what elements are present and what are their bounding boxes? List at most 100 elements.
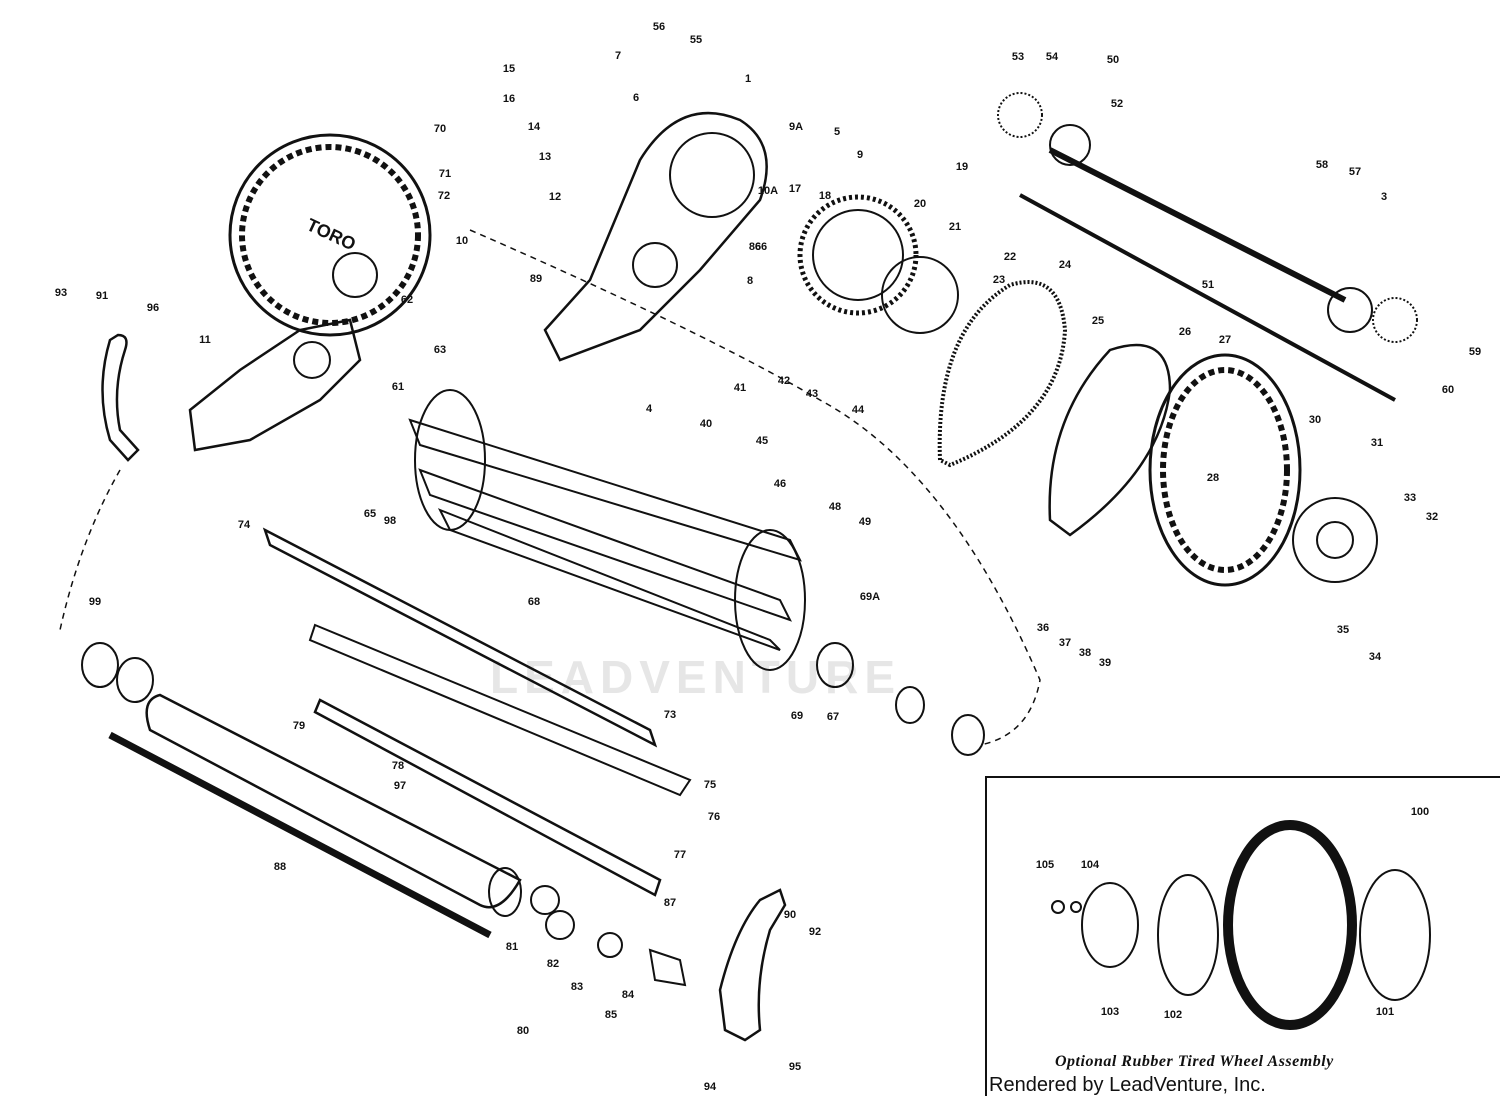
callout-37: 37 — [1059, 637, 1071, 649]
wheel-ratchet — [1292, 497, 1378, 583]
callout-83: 83 — [571, 981, 583, 993]
callout-10a: 10A — [758, 185, 778, 197]
callout-52: 52 — [1111, 98, 1123, 110]
callout-59: 59 — [1469, 346, 1481, 358]
callout-30: 30 — [1309, 414, 1321, 426]
callout-35: 35 — [1337, 624, 1349, 636]
callout-36: 36 — [1037, 622, 1049, 634]
rubber-tire — [1223, 820, 1357, 1030]
callout-60: 60 — [1442, 384, 1454, 396]
callout-70: 70 — [434, 123, 446, 135]
callout-12: 12 — [549, 191, 561, 203]
callout-20: 20 — [914, 198, 926, 210]
right-drive-wheel — [1148, 353, 1302, 587]
callout-16: 16 — [503, 93, 515, 105]
callout-69: 69 — [791, 710, 803, 722]
roller — [145, 693, 522, 917]
callout-5: 5 — [834, 126, 840, 138]
callout-74: 74 — [238, 519, 251, 531]
callout-15: 15 — [503, 63, 515, 75]
callout-45: 45 — [756, 435, 768, 447]
callout-88: 88 — [274, 861, 286, 873]
callout-86: 86 — [749, 241, 761, 253]
assembly-leader — [469, 229, 1041, 746]
callout-26: 26 — [1179, 326, 1191, 338]
callout-92: 92 — [809, 926, 821, 938]
callout-73: 73 — [664, 709, 676, 721]
callout-93: 93 — [55, 287, 67, 299]
callout-28: 28 — [1207, 472, 1219, 484]
callout-84: 84 — [622, 989, 635, 1001]
callout-91: 91 — [96, 290, 108, 302]
callout-27: 27 — [1219, 334, 1231, 346]
drive-gear — [797, 194, 919, 316]
callout-44: 44 — [852, 404, 865, 416]
roller-shaft — [108, 731, 492, 939]
callout-57: 57 — [1349, 166, 1361, 178]
callout-69a: 69A — [860, 591, 880, 603]
callout-32: 32 — [1426, 511, 1438, 523]
callout-87: 87 — [664, 897, 676, 909]
axle-shaft — [1019, 193, 1396, 402]
callout-41: 41 — [734, 382, 746, 394]
inset-caption: Optional Rubber Tired Wheel Assembly — [1055, 1053, 1334, 1070]
chain-case — [1048, 343, 1172, 537]
callout-97: 97 — [394, 780, 406, 792]
callout-1: 1 — [745, 73, 751, 85]
callout-61: 61 — [392, 381, 404, 393]
callout-102: 102 — [1164, 1009, 1182, 1021]
callout-79: 79 — [293, 720, 305, 732]
callout-82: 82 — [547, 958, 559, 970]
pinion-hub — [881, 256, 959, 334]
callout-14: 14 — [528, 121, 541, 133]
callout-7: 7 — [615, 50, 621, 62]
credit-text: Rendered by LeadVenture, Inc. — [989, 1074, 1266, 1096]
felt-washer-left — [997, 92, 1043, 138]
felt-washer-right — [1372, 297, 1418, 343]
callout-101: 101 — [1376, 1006, 1394, 1018]
callout-94: 94 — [704, 1081, 717, 1093]
callout-75: 75 — [704, 779, 716, 791]
left-handle-bracket — [101, 333, 140, 462]
callout-43: 43 — [806, 388, 818, 400]
callout-50: 50 — [1107, 54, 1119, 66]
callout-39: 39 — [1099, 657, 1111, 669]
callout-95: 95 — [789, 1061, 801, 1073]
callout-49: 49 — [859, 516, 871, 528]
callout-66: 66 — [755, 241, 767, 253]
callout-62: 62 — [401, 294, 413, 306]
cutting-reel — [408, 389, 806, 671]
callout-96: 96 — [147, 302, 159, 314]
callout-90: 90 — [784, 909, 796, 921]
inset-frame — [985, 776, 1500, 1096]
callout-105: 105 — [1036, 859, 1054, 871]
callout-34: 34 — [1369, 651, 1382, 663]
callout-10: 10 — [456, 235, 468, 247]
callout-63: 63 — [434, 344, 446, 356]
callout-51: 51 — [1202, 279, 1214, 291]
callout-22: 22 — [1004, 251, 1016, 263]
callout-46: 46 — [774, 478, 786, 490]
callout-48: 48 — [829, 501, 841, 513]
callout-31: 31 — [1371, 437, 1383, 449]
callout-17: 17 — [789, 183, 801, 195]
left-hub — [293, 341, 331, 379]
callout-72: 72 — [438, 190, 450, 202]
callout-80: 80 — [517, 1025, 529, 1037]
callout-77: 77 — [674, 849, 686, 861]
callout-67: 67 — [827, 711, 839, 723]
left-side-frame — [188, 318, 362, 452]
callout-89: 89 — [530, 273, 542, 285]
callout-71: 71 — [439, 168, 451, 180]
right-handle-bracket — [718, 888, 787, 1042]
callout-33: 33 — [1404, 492, 1416, 504]
roller-bearing-left — [81, 642, 119, 688]
callout-65: 65 — [364, 508, 376, 520]
callout-42: 42 — [778, 375, 790, 387]
callout-81: 81 — [506, 941, 518, 953]
callout-38: 38 — [1079, 647, 1091, 659]
callout-24: 24 — [1059, 259, 1072, 271]
rubber-tired-wheel-assembly — [1051, 820, 1431, 1030]
toro-logo: TORO — [304, 214, 359, 254]
callout-55: 55 — [690, 34, 702, 46]
